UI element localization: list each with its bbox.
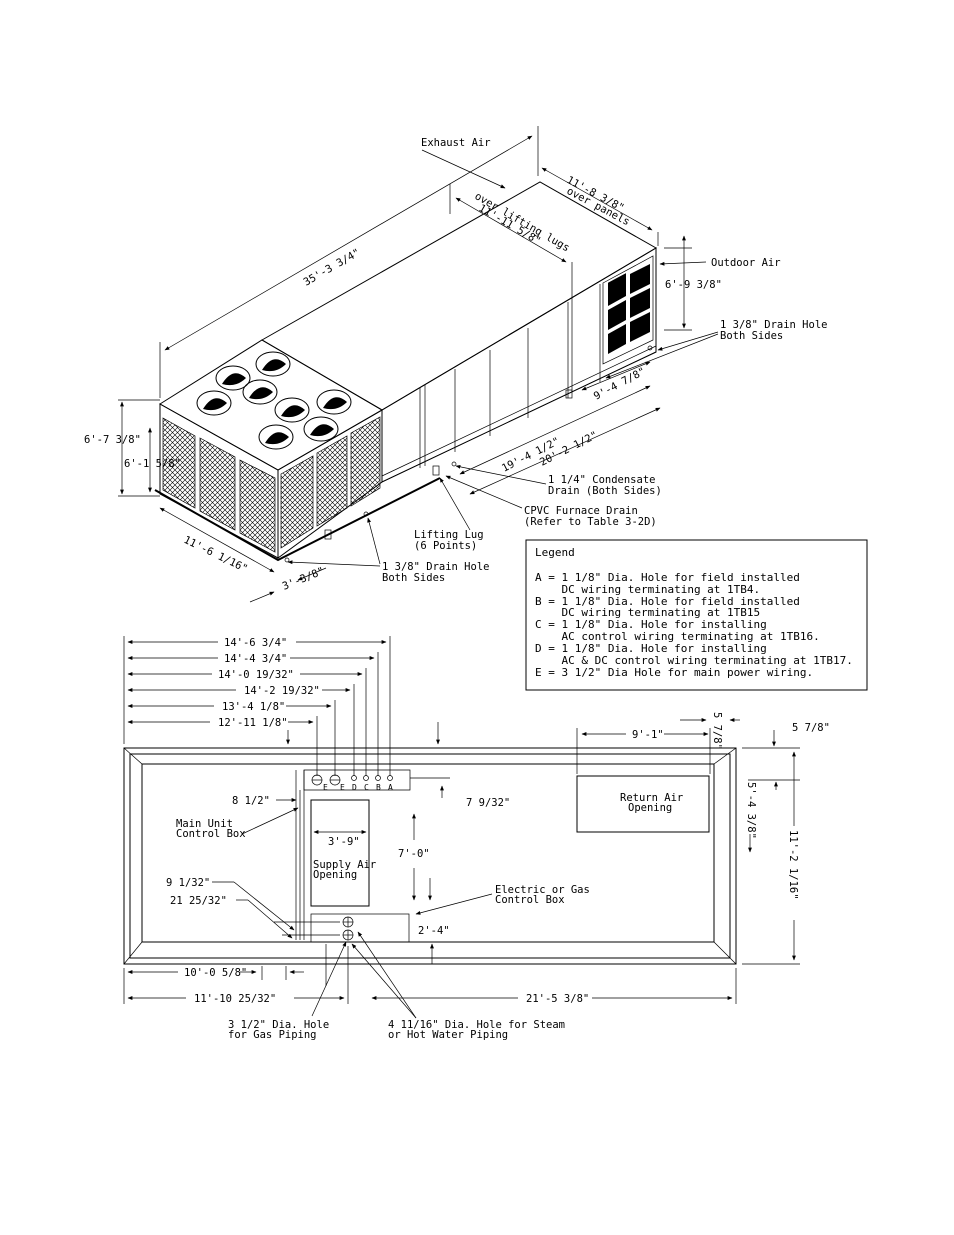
dim-5-7-horizontal: 5 7/8" xyxy=(792,722,830,734)
legend-line: DC wiring terminating at 1TB15 xyxy=(535,606,760,619)
plan-right-dimensions xyxy=(576,718,800,965)
label-return-air-opening: Opening xyxy=(628,802,672,814)
plan-inner-dimensions xyxy=(212,785,493,964)
label-gas-piping: for Gas Piping xyxy=(228,1029,317,1041)
hole-label: A xyxy=(388,783,393,792)
plan-view: Return Air Opening Supply Air Opening 3'… xyxy=(123,636,830,1041)
legend-line: D = 1 1/8" Dia. Hole for installing xyxy=(535,642,767,655)
label-gas-hole: 3 1/2" Dia. Hole xyxy=(228,1019,329,1031)
dim-21-25: 21 25/32" xyxy=(170,895,227,907)
label-condensate: 1 1/4" Condensate xyxy=(548,474,655,486)
dim-21-5: 21'-5 3/8" xyxy=(526,993,589,1005)
label-lifting-lug: Lifting Lug xyxy=(414,529,484,541)
label-return-air: Return Air xyxy=(620,792,683,804)
dim-6-7: 6'-7 3/8" xyxy=(84,434,141,446)
label-drain-hole-right-sides: Both Sides xyxy=(720,330,783,342)
dim-9-1: 9'-1" xyxy=(632,729,664,741)
dim-3-9: 3'-9" xyxy=(328,836,360,848)
condenser-fans xyxy=(196,351,352,450)
legend-line: AC & DC control wiring terminating at 1T… xyxy=(535,654,853,667)
label-electric-control-box: Control Box xyxy=(495,894,565,906)
dim-14-6: 14'-6 3/4" xyxy=(224,637,287,649)
hole-label: D xyxy=(352,783,357,792)
hole-label: E xyxy=(323,783,328,792)
label-lifting-lug-points: (6 Points) xyxy=(414,540,477,552)
dim-5-7-vertical: 5 7/8" xyxy=(711,712,723,750)
dim-12-11: 12'-11 1/8" xyxy=(218,717,288,729)
electric-gas-control-box xyxy=(310,913,410,943)
wiring-holes: E E D C B A xyxy=(311,774,393,792)
dim-14-0: 14'-0 19/32" xyxy=(218,669,294,681)
outdoor-air-louvers xyxy=(602,255,654,365)
dim-10-0: 10'-0 5/8" xyxy=(184,967,247,979)
label-control-box: Control Box xyxy=(176,828,246,840)
legend-line: E = 3 1/2" Dia Hole for main power wirin… xyxy=(535,666,813,679)
plan-top-dimensions xyxy=(123,636,440,776)
label-main-unit: Main Unit xyxy=(176,818,233,830)
plan-outer-frame xyxy=(123,747,737,965)
label-cpvc-ref: (Refer to Table 3-2D) xyxy=(524,516,657,528)
label-hot-water-piping: or Hot Water Piping xyxy=(388,1029,508,1041)
supply-air-opening xyxy=(310,799,370,907)
dim-14-4: 14'-4 3/4" xyxy=(224,653,287,665)
label-steam-hole: 4 11/16" Dia. Hole for Steam xyxy=(388,1019,565,1031)
legend-line: AC control wiring terminating at 1TB16. xyxy=(535,630,820,643)
dim-2-4: 2'-4" xyxy=(418,925,450,937)
legend-line: DC wiring terminating at 1TB4. xyxy=(535,583,760,596)
return-air-opening xyxy=(576,775,710,833)
legend-title: Legend xyxy=(535,546,575,559)
label-outdoor-air: Outdoor Air xyxy=(711,257,781,269)
hole-label: B xyxy=(376,783,381,792)
label-drain-hole-left: 1 3/8" Drain Hole xyxy=(382,561,489,573)
legend-line: C = 1 1/8" Dia. Hole for installing xyxy=(535,618,767,631)
dim-lugs-note: over lifting lugs xyxy=(473,190,572,254)
dim-14-2: 14'-2 19/32" xyxy=(244,685,320,697)
dim-3-3: 3'-3/8" xyxy=(281,565,327,593)
cabinet-roof xyxy=(260,181,657,411)
dim-8-1: 8 1/2" xyxy=(232,795,270,807)
label-supply-air: Supply Air xyxy=(313,859,376,871)
drain-hole-right xyxy=(647,345,653,351)
dim-13-4: 13'-4 1/8" xyxy=(222,701,285,713)
dim-9-1-32: 9 1/32" xyxy=(166,877,210,889)
drain-hole-mid xyxy=(451,461,457,467)
dim-11-2: 11'-2 1/16" xyxy=(787,830,799,900)
label-condensate-sides: Drain (Both Sides) xyxy=(548,485,662,497)
dim-7-0: 7'-0" xyxy=(398,848,430,860)
legend-line: B = 1 1/8" Dia. Hole for field installed xyxy=(535,595,800,608)
dim-5-4: 5'-4 3/8" xyxy=(745,782,757,839)
legend-line: A = 1 1/8" Dia. Hole for field installed xyxy=(535,571,800,584)
condenser-side xyxy=(159,403,279,559)
label-supply-air-opening: Opening xyxy=(313,869,357,881)
label-electric-gas: Electric or Gas xyxy=(495,884,590,896)
label-drain-hole-right: 1 3/8" Drain Hole xyxy=(720,319,827,331)
hole-label: C xyxy=(364,783,369,792)
iso-dimensions xyxy=(118,126,719,603)
dim-6-1: 6'-1 5/8" xyxy=(124,458,181,470)
label-exhaust-air: Exhaust Air xyxy=(421,137,491,149)
legend-box: Legend A = 1 1/8" Dia. Hole for field in… xyxy=(525,539,868,691)
label-cpvc-drain: CPVC Furnace Drain xyxy=(524,505,638,517)
plan-bottom-dimensions xyxy=(123,931,737,1019)
dim-height-right: 6'-9 3/8" xyxy=(665,279,722,291)
label-drain-hole-left-sides: Both Sides xyxy=(382,572,445,584)
dim-11-6: 11'-6 1/16" xyxy=(182,534,250,575)
hole-label: E xyxy=(340,783,345,792)
isometric-view: Exhaust Air 11'-8 3/8" over panels over … xyxy=(84,126,827,603)
dim-11-10: 11'-10 25/32" xyxy=(194,993,276,1005)
lifting-lug-mid xyxy=(432,465,440,476)
dim-7-9: 7 9/32" xyxy=(466,797,510,809)
